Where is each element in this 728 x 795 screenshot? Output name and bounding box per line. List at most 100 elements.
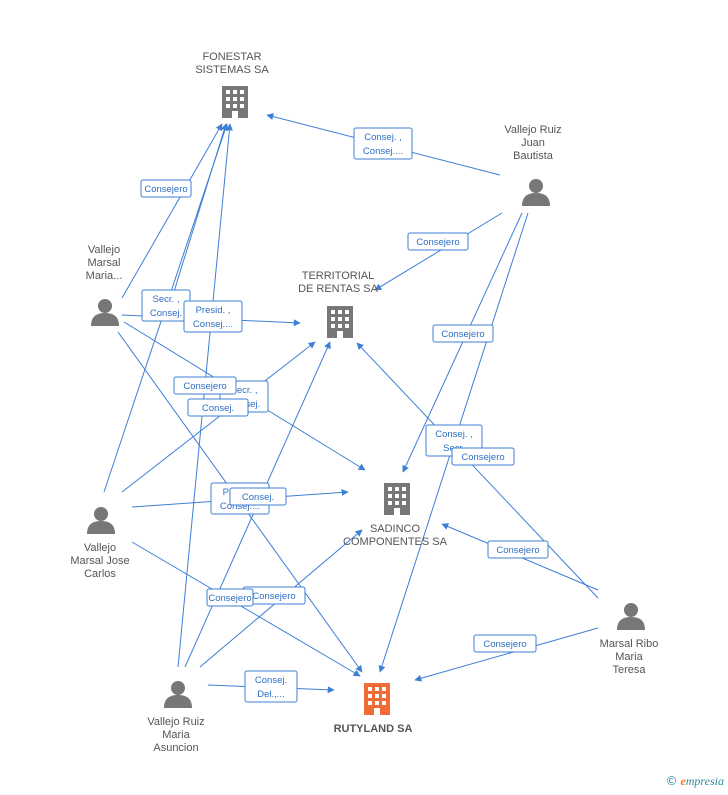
edge-label-l3[interactable]: Consejero — [407, 232, 469, 251]
edge-label-text: Consej. , — [435, 429, 473, 440]
node-label-line: Vallejo Ruiz — [504, 124, 561, 136]
edge-mrmt-rutyland — [414, 627, 599, 682]
node-label-line: SISTEMAS SA — [195, 64, 269, 76]
building-icon — [384, 483, 410, 515]
edge-label-text: Consejero — [183, 381, 226, 392]
edge-label-l1[interactable]: Consej. , Consej.... — [353, 127, 413, 160]
edge-label-text: Consej. — [150, 308, 182, 319]
edge-label-text: Consejero — [483, 639, 526, 650]
edge-vmm-fonestar — [121, 123, 223, 299]
edge-label-l2[interactable]: Consejero — [140, 179, 192, 198]
edge-vmjc-territorial — [121, 341, 316, 493]
node-label-line: Marsal Jose — [70, 555, 129, 567]
node-label-line: TERRITORIAL — [302, 270, 375, 282]
edge-label-text: Consejero — [208, 593, 251, 604]
edge-label-box — [353, 127, 413, 160]
edge-label-box — [451, 447, 515, 466]
edge-label-l5[interactable]: Secr. , Consej. — [141, 289, 191, 322]
edge-label-box — [140, 179, 192, 198]
edge-label-l8[interactable]: Consejero — [173, 376, 237, 395]
edge-label-box — [432, 324, 494, 343]
building-icon — [327, 306, 353, 338]
node-label-line: Maria... — [86, 270, 123, 282]
edge-label-l17[interactable]: Consejero — [206, 588, 254, 607]
edge-vmjc-rutyland — [131, 541, 361, 677]
edge-label-text: Secr. , — [153, 294, 180, 305]
edge-vmm-fonestar-2 — [171, 123, 228, 299]
edge-label-box — [229, 487, 287, 506]
brand-first-letter: e — [680, 774, 686, 788]
person-icon — [164, 681, 192, 708]
edge-label-text: Consej.... — [193, 319, 233, 330]
node-label-line: SADINCO — [370, 523, 421, 535]
node-label-line: Vallejo — [88, 244, 120, 256]
edge-vrma-fonestar — [177, 123, 233, 668]
node-label-line: Carlos — [84, 568, 116, 580]
edge-label-text: Consej. — [202, 403, 234, 414]
node-label-line: Teresa — [612, 664, 646, 676]
node-vmm[interactable]: VallejoMarsalMaria... — [86, 244, 123, 326]
edge-label-l4[interactable]: Consejero — [432, 324, 494, 343]
edge-mrmt-territorial — [356, 342, 599, 599]
edge-label-l6[interactable]: Presid. , Consej.... — [183, 300, 243, 333]
edge-label-l11[interactable]: Consejero — [451, 447, 515, 466]
node-label-line: Vallejo — [84, 542, 116, 554]
building-icon — [364, 683, 390, 715]
edge-label-text: Consej.... — [220, 501, 260, 512]
node-rutyland[interactable]: RUTYLAND SA — [334, 683, 413, 735]
node-label-line: Juan — [521, 137, 545, 149]
edge-label-text: Consej.... — [363, 146, 403, 157]
footer-credit: ©empresia — [665, 774, 724, 789]
edge-label-box — [187, 398, 249, 417]
edge-label-l16[interactable]: Consej. Del.,... — [244, 670, 298, 703]
node-label-line: COMPONENTES SA — [343, 536, 448, 548]
edge-label-text: Consej. — [242, 492, 274, 503]
edge-label-l14[interactable]: Consejero — [473, 634, 537, 653]
edge-label-text: Consejero — [441, 329, 484, 340]
person-icon — [617, 603, 645, 630]
edge-label-box — [473, 634, 537, 653]
edge-label-box — [407, 232, 469, 251]
node-label-line: Vallejo Ruiz — [147, 716, 204, 728]
node-label-line: RUTYLAND SA — [334, 723, 413, 735]
edge-label-text: Consejero — [252, 591, 295, 602]
edge-label-box — [487, 540, 549, 559]
edge-label-l18[interactable]: Consej. — [229, 487, 287, 506]
edge-label-box — [173, 376, 237, 395]
copyright-symbol: © — [665, 774, 678, 788]
edge-label-text: Consejero — [496, 545, 539, 556]
node-label-line: Bautista — [513, 150, 554, 162]
edge-label-text: Consej. , — [364, 132, 402, 143]
edge-label-text: Consej. — [255, 675, 287, 686]
edge-label-box — [206, 588, 254, 607]
edge-vrjb-territorial — [374, 212, 503, 291]
person-icon — [87, 507, 115, 534]
edge-label-l9[interactable]: Consej. — [187, 398, 249, 417]
edge-label-text: Secr. , — [231, 385, 258, 396]
person-icon — [522, 179, 550, 206]
edge-label-text: Consejero — [461, 452, 504, 463]
edge-label-l13[interactable]: Consejero — [487, 540, 549, 559]
node-label-line: Maria — [162, 729, 190, 741]
edge-label-text: Presid. , — [196, 305, 231, 316]
node-label-line: DE RENTAS SA — [298, 283, 379, 295]
edge-label-l15[interactable]: Consejero — [242, 586, 306, 605]
edge-label-box — [244, 670, 298, 703]
edge-label-text: Consejero — [416, 237, 459, 248]
edge-label-text: Consejero — [144, 184, 187, 195]
node-label-line: Maria — [615, 651, 643, 663]
edge-label-box — [183, 300, 243, 333]
building-icon — [222, 86, 248, 118]
brand-name: mpresia — [685, 774, 724, 788]
node-label-line: Marsal — [87, 257, 120, 269]
edge-label-text: Del.,... — [257, 689, 284, 700]
